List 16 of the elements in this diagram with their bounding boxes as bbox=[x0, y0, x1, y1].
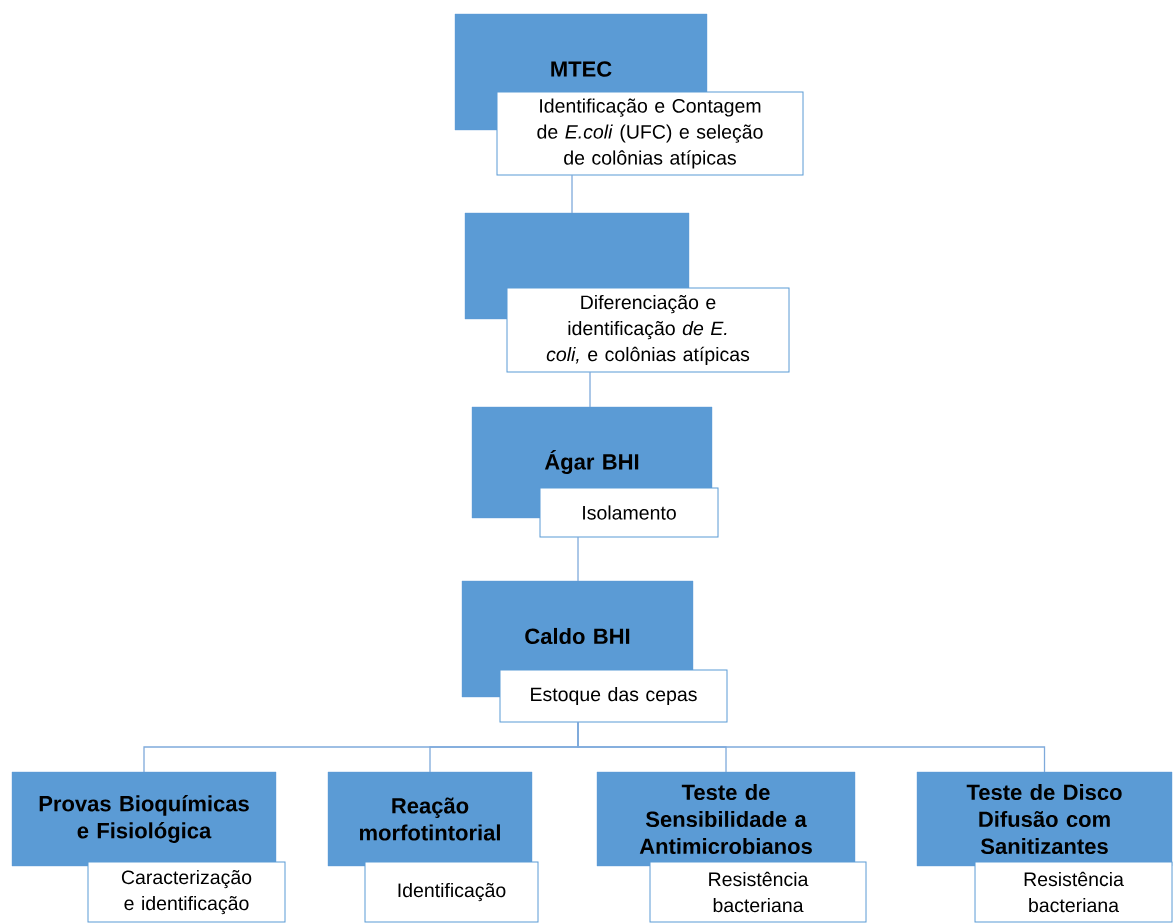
description-box: Identificação bbox=[364, 861, 539, 923]
description-box: Resistência bacteriana bbox=[649, 861, 867, 923]
medium-box: Provas Bioquímicas e Fisiológica bbox=[11, 771, 277, 867]
description-box: Estoque das cepas bbox=[499, 669, 728, 723]
description-box: Caracterização e identificação bbox=[87, 861, 286, 923]
description-box: Resistência bacteriana bbox=[974, 861, 1173, 923]
description-box: Identificação e Contagem de E.coli (UFC) e seleção de colônias atípicas bbox=[496, 91, 804, 176]
connector-line bbox=[577, 721, 1046, 773]
medium-box: Teste de Disco Difusão com Sanitizantes bbox=[916, 771, 1173, 867]
medium-box: Reação morfotintorial bbox=[327, 771, 533, 867]
connector-line bbox=[589, 371, 591, 408]
connector-line bbox=[571, 174, 573, 214]
description-box: Diferenciação e identificação de E. coli, e colônias atípicas bbox=[506, 287, 790, 373]
medium-box: Teste de Sensibilidade a Antimicrobianos bbox=[596, 771, 856, 867]
connector-line bbox=[577, 536, 579, 582]
description-box: Isolamento bbox=[539, 487, 719, 538]
